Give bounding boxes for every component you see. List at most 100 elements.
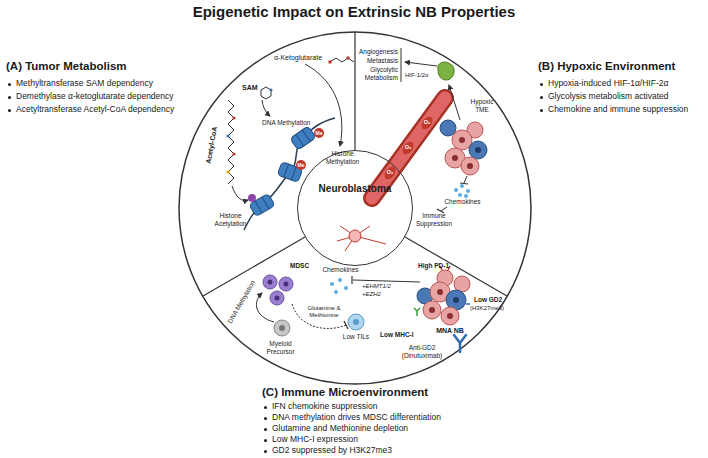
annotation-label: Histone Acetylation bbox=[208, 212, 253, 228]
annotation-label: Histone Methylation bbox=[320, 150, 365, 166]
differentiation-arrow bbox=[256, 293, 274, 322]
annotation-label: MNA NB bbox=[428, 327, 472, 335]
tumor-cluster bbox=[469, 141, 487, 159]
til-cell bbox=[353, 319, 359, 325]
hif-arrows bbox=[405, 62, 437, 66]
annotation-label: O₂ bbox=[401, 144, 415, 151]
inhibition-line bbox=[464, 176, 467, 183]
inhibition-line bbox=[437, 176, 468, 213]
mna-tumor bbox=[453, 297, 459, 303]
mdsc-cells bbox=[275, 296, 280, 301]
til-cell bbox=[348, 314, 364, 330]
acetyl-coa-chain bbox=[226, 170, 229, 173]
sam-molecule bbox=[261, 87, 271, 99]
annotation-label: +EZH2 bbox=[362, 291, 402, 298]
mna-tumor bbox=[414, 308, 420, 316]
bullet-dot bbox=[540, 109, 543, 112]
panel-heading: (B) Hypoxic Environment bbox=[538, 60, 708, 74]
bullet-dot bbox=[8, 96, 11, 99]
chemokine-dots bbox=[454, 184, 470, 198]
chemokine-dots bbox=[338, 278, 342, 282]
node-text: Neuroblastoma bbox=[298, 151, 412, 194]
annotation-label: MDSC bbox=[290, 262, 315, 270]
annotation-label: Angiogenesis bbox=[356, 48, 398, 56]
methyl-marker: Me bbox=[314, 128, 324, 138]
chemokine-dots bbox=[330, 282, 334, 286]
annotation-label: HIF-1/2α bbox=[405, 72, 437, 79]
hif-arrows bbox=[401, 48, 460, 120]
inhibition-line bbox=[353, 280, 420, 282]
mdsc-cells bbox=[263, 275, 277, 289]
annotation-label: Chemokines bbox=[440, 198, 485, 206]
sam-arrow bbox=[262, 100, 270, 116]
tumor-cluster bbox=[459, 137, 465, 143]
acetyl-arrow bbox=[232, 186, 248, 200]
chemokine-dots bbox=[466, 189, 470, 193]
sam-molecule bbox=[261, 87, 273, 99]
bullet-text: Glycolysis metabolism activated bbox=[548, 91, 708, 101]
nucleosome bbox=[290, 126, 316, 150]
bullet-text: Acetyltransferase Acetyl-CoA dependency bbox=[16, 104, 211, 114]
dna-strand bbox=[244, 118, 335, 230]
wheel bbox=[179, 32, 531, 384]
nucleosome bbox=[296, 135, 304, 146]
bullet-text: Hypoxia-induced HIF-1α/HIF-2α bbox=[548, 78, 708, 88]
akg-molecule bbox=[328, 60, 332, 64]
akg-molecule bbox=[330, 58, 354, 62]
bullet-dot bbox=[264, 428, 267, 431]
chemokine-dots bbox=[330, 278, 348, 294]
mna-tumor bbox=[441, 307, 459, 325]
annotation-label: Anti-GD2 (Dinutuximab) bbox=[392, 344, 452, 360]
akg-molecule bbox=[346, 56, 350, 60]
nucleosome bbox=[284, 164, 289, 177]
chemokine-dots bbox=[458, 193, 462, 197]
annotation-label: Immune Suppression bbox=[414, 212, 454, 228]
annotation-label: O₂ bbox=[383, 169, 397, 176]
bullet-text: Glutamine and Methionine depletion bbox=[272, 423, 508, 433]
differentiation-arrow bbox=[256, 293, 274, 322]
nucleosome bbox=[302, 130, 310, 141]
antibody bbox=[454, 335, 466, 352]
tumor-cluster bbox=[475, 147, 481, 153]
blood-vessel bbox=[419, 115, 435, 132]
hif-blob bbox=[438, 62, 454, 80]
mna-tumor bbox=[414, 266, 470, 325]
nucleosome bbox=[290, 126, 316, 150]
mna-tumor bbox=[423, 301, 441, 319]
mdsc-cells bbox=[268, 280, 273, 285]
bullet-text: Demethylase α-ketoglutarate dependency bbox=[16, 91, 211, 101]
bullet-dot bbox=[264, 439, 267, 442]
mdsc-cells bbox=[263, 275, 293, 305]
inhibition-line bbox=[441, 207, 447, 211]
annotation-label: Low TILs bbox=[338, 333, 374, 341]
mna-tumor bbox=[447, 313, 453, 319]
hif-arrows bbox=[401, 48, 402, 82]
wheel bbox=[405, 237, 507, 296]
nucleosome bbox=[249, 193, 275, 216]
tumor-cluster bbox=[440, 120, 487, 175]
akg-molecule bbox=[328, 56, 354, 64]
annotation-label: Metastasis bbox=[356, 57, 398, 65]
annotation-label: Chemokines bbox=[318, 266, 363, 274]
til-cell bbox=[348, 314, 364, 330]
bullet-text: DNA methylation drives MDSC differentiat… bbox=[272, 412, 508, 422]
diagram-title: Epigenetic Impact on Extrinsic NB Proper… bbox=[0, 3, 708, 21]
sam-molecule bbox=[270, 89, 273, 92]
inhibition-line bbox=[460, 183, 468, 184]
annotation-label: Low MHC-I bbox=[380, 331, 416, 339]
neuron bbox=[349, 230, 361, 242]
bullet-text: IFN chemokine suppression bbox=[272, 401, 508, 411]
hif-blob bbox=[438, 62, 454, 80]
annotation-label: (H3K27me3) bbox=[470, 305, 510, 312]
annotation-label: +EHMT1/2 bbox=[362, 283, 402, 290]
annotation-label: Hypoxic TME bbox=[466, 98, 498, 114]
center-circle-node: Neuroblastoma bbox=[297, 150, 413, 266]
dna-strand bbox=[244, 118, 335, 230]
chemokine-dots bbox=[464, 194, 468, 198]
annotation-label: High PD-1 bbox=[418, 262, 453, 270]
mna-tumor bbox=[437, 289, 443, 295]
acetyl-coa-chain bbox=[232, 152, 235, 155]
sam-arrow bbox=[262, 100, 270, 116]
annotation-label: α-Ketoglutarate bbox=[274, 54, 334, 62]
